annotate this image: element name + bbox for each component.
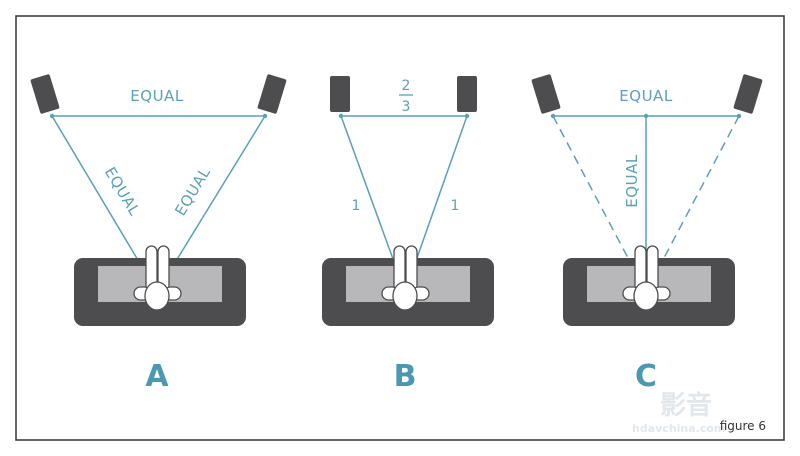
panel-a: EQUAL EQUAL EQUAL A [30,74,287,394]
speaker-right [457,76,477,112]
top-label: EQUAL [130,87,184,105]
speaker-left [30,74,60,114]
listener [622,245,671,311]
top-label: EQUAL [619,87,673,105]
panel-c: EQUAL EQUAL C [531,74,763,394]
speaker-right [257,74,287,114]
watermark-main: 影音 [660,390,712,421]
fraction-denominator: 3 [402,99,411,115]
left-label: EQUAL [101,164,144,219]
fraction-numerator: 2 [402,78,411,94]
listener [133,245,182,311]
figure-frame [15,15,785,441]
panel-b: 2 3 1 1 B [322,76,494,394]
right-label: EQUAL [171,164,214,219]
speaker-left [531,74,561,114]
panel-letter: C [635,359,657,394]
figure-caption: figure 6 [720,419,766,433]
speaker-right [733,74,763,114]
panel-letter: B [394,359,417,394]
panel-letter: A [145,359,169,394]
right-label: 1 [451,198,460,214]
watermark-logo: 影音 hdavchina.com [632,390,725,435]
left-label: 1 [352,198,361,214]
watermark-sub: hdavchina.com [632,422,725,435]
speaker-left [330,76,350,112]
center-label: EQUAL [623,154,641,208]
listener [381,245,430,311]
